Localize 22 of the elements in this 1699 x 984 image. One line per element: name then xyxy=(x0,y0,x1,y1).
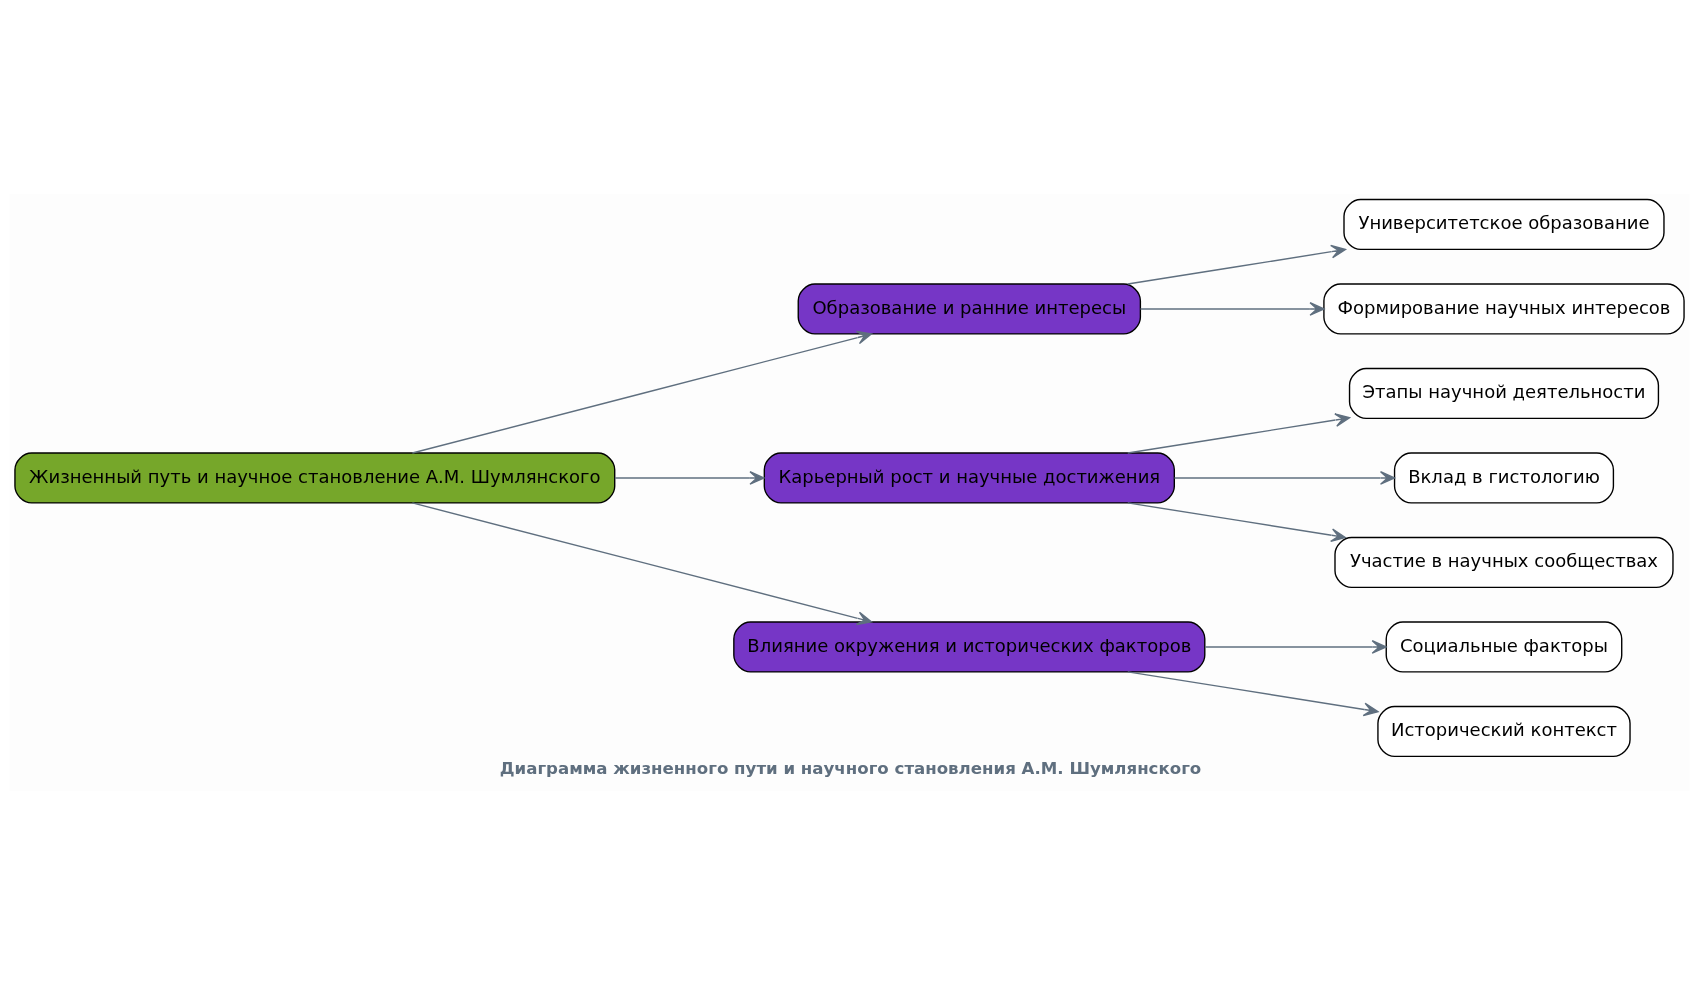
diagram-title: Диаграмма жизненного пути и научного становления А.М. Шумлянского xyxy=(499,758,1202,778)
node-box: Образование и ранние интересы xyxy=(797,282,1142,335)
node-box: Влияние окружения и исторических факторов xyxy=(733,620,1206,673)
arrow xyxy=(1127,501,1347,542)
arrow xyxy=(411,501,873,625)
node-box: Карьерный рост и научные достижения xyxy=(763,451,1175,504)
arrow xyxy=(1173,470,1396,485)
node-box: Вклад в гистологию xyxy=(1393,451,1615,504)
arrow xyxy=(1127,244,1347,285)
arrow xyxy=(1127,670,1379,716)
arrow xyxy=(411,330,873,454)
arrow xyxy=(1127,412,1351,454)
arrow xyxy=(1139,301,1325,316)
arrow xyxy=(614,470,765,485)
node-box: Университетское образование xyxy=(1343,198,1665,250)
arrow xyxy=(1204,639,1387,654)
node-box: Социальные факторы xyxy=(1385,620,1623,673)
node-box: Этапы научной деятельности xyxy=(1348,367,1660,419)
node-box: Участие в научных сообществах xyxy=(1334,536,1674,588)
node-box: Жизненный путь и научное становление А.М. Шумлянского xyxy=(14,451,616,504)
node-box: Исторический контекст xyxy=(1377,705,1631,757)
node-box: Формирование научных интересов xyxy=(1323,282,1685,335)
